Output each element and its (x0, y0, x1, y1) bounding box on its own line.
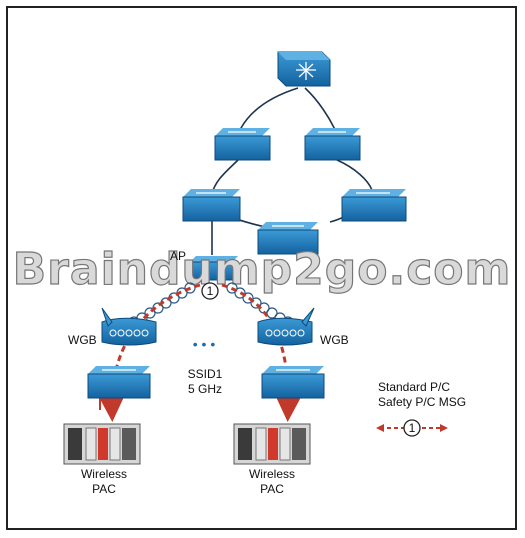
pac-right (233, 423, 311, 465)
workgroup-bridge-icon (109, 329, 149, 337)
pac-right-label-line1: Wireless (249, 467, 295, 481)
ap-label: AP (170, 249, 186, 263)
wgb-right (257, 307, 315, 346)
legend-marker: 1 (409, 421, 416, 435)
ssid-frequency: 5 GHz (188, 382, 222, 396)
wgb-left (101, 307, 157, 346)
switch-lower-right (261, 366, 325, 399)
pac-left-label-line1: Wireless (81, 467, 127, 481)
switch-ring-lower-right (341, 189, 407, 222)
wgb-left-label: WGB (68, 333, 97, 347)
switch-lower-left (87, 366, 151, 399)
message-marker: 1 (201, 282, 219, 300)
workgroup-bridge-icon (265, 329, 305, 337)
pac-left (63, 423, 141, 465)
access-point (189, 256, 239, 281)
legend-line1: Standard P/C (378, 380, 450, 394)
switch-ring-lower-left (182, 189, 241, 222)
core-switch (277, 51, 331, 87)
multilayer-switch-icon (296, 62, 316, 80)
svg-text:1: 1 (207, 284, 214, 298)
ellipsis: • • • (193, 336, 216, 352)
pac-left-label-line2: PAC (92, 482, 116, 496)
switch-ring-right (304, 128, 361, 161)
pac-right-label-line2: PAC (260, 482, 284, 496)
legend-line2: Safety P/C MSG (378, 395, 466, 409)
ssid-label: SSID1 (188, 367, 223, 381)
switch-ring-bottom (257, 222, 319, 255)
wgb-right-label: WGB (320, 333, 349, 347)
legend: Standard P/C Safety P/C MSG 1 (376, 380, 466, 437)
switch-ring-left (214, 128, 271, 161)
watermark: Braindump2go.com (13, 244, 512, 295)
